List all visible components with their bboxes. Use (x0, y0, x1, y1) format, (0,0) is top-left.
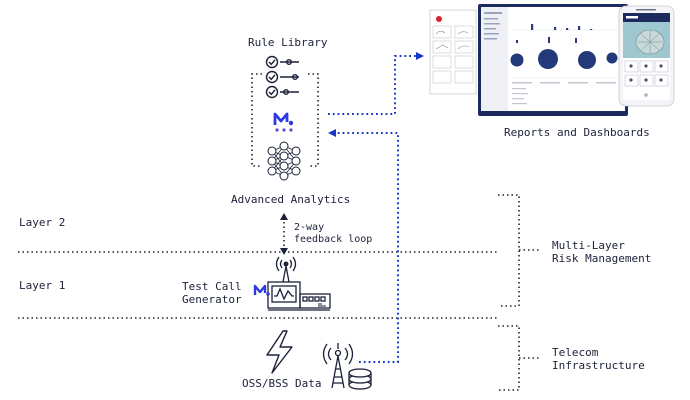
analytics-group-bracket (251, 73, 319, 167)
telecom-infrastructure-brace (498, 325, 540, 391)
neural-network-icon (267, 141, 301, 181)
check-circle-icon (265, 55, 279, 69)
layer1-label: Layer 1 (19, 279, 66, 292)
report-thumbnail-card (429, 9, 477, 95)
layer2-label: Layer 2 (19, 216, 66, 229)
risk-management-label-line1: Multi-Layer (552, 239, 625, 252)
advanced-analytics-label: Advanced Analytics (231, 193, 351, 206)
lightning-icon (266, 330, 293, 374)
telecom-infrastructure-label-line1: Telecom (552, 346, 599, 359)
dashboard-screen (478, 4, 628, 116)
check-circle-icon (265, 85, 279, 99)
rule-library-icon (265, 55, 299, 99)
logo-mark-icon (273, 112, 294, 132)
risk-management-label-line2: Risk Management (552, 252, 652, 265)
rule-library-label: Rule Library (248, 36, 328, 49)
test-call-generator-label-line2: Generator (182, 293, 242, 306)
test-call-generator-icon (267, 256, 331, 311)
reports-dashboards-label: Reports and Dashboards (504, 126, 650, 139)
database-icon (348, 368, 372, 390)
feedback-loop-arrow (280, 213, 288, 255)
feedback-loop-label-line1: 2-way (294, 222, 325, 233)
mobile-phone (618, 5, 675, 107)
reports-connection-line (328, 55, 416, 115)
data-feed-line (336, 132, 399, 363)
telecom-infrastructure-label-line2: Infrastructure (552, 359, 645, 372)
risk-management-brace (498, 194, 540, 307)
test-call-generator-label-line1: Test Call (182, 280, 242, 293)
logo-mark-icon (253, 284, 270, 296)
check-circle-icon (265, 70, 279, 84)
oss-bss-data-label: OSS/BSS Data (242, 377, 322, 390)
feedback-loop-label-line2: feedback loop (294, 234, 373, 245)
radio-tower-icon (322, 343, 354, 389)
